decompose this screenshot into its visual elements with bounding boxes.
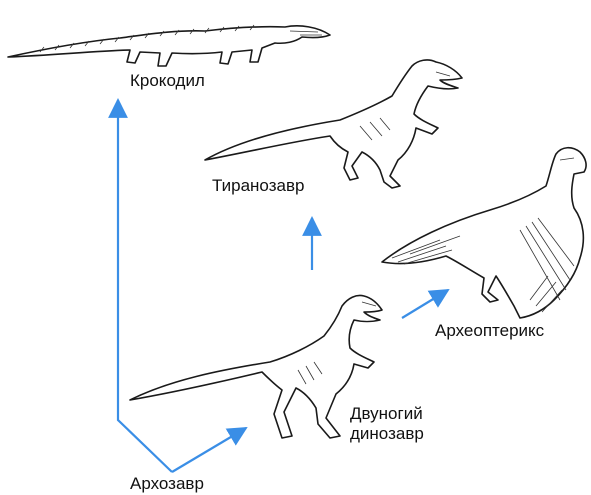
archaeopteryx-icon [382,148,586,318]
label-crocodile: Крокодил [130,71,205,91]
label-bipedal-line1: Двуногий [350,404,460,424]
label-bipedal-line2: динозавр [350,424,460,444]
label-archaeopteryx: Археоптерикс [435,321,544,341]
arrow-archosaur-to-biped [172,428,246,472]
arrow-biped-to-archaeopteryx [402,290,448,318]
bipedal-dinosaur-icon [130,295,382,438]
label-tyrannosaur: Тиранозавр [212,176,304,196]
tyrannosaur-icon [205,60,462,188]
crocodile-icon [8,25,330,66]
label-archosaur: Архозавр [130,474,204,494]
label-bipedal-dinosaur: Двуногий динозавр [350,404,460,444]
arrow-archosaur-to-crocodile [118,100,172,472]
